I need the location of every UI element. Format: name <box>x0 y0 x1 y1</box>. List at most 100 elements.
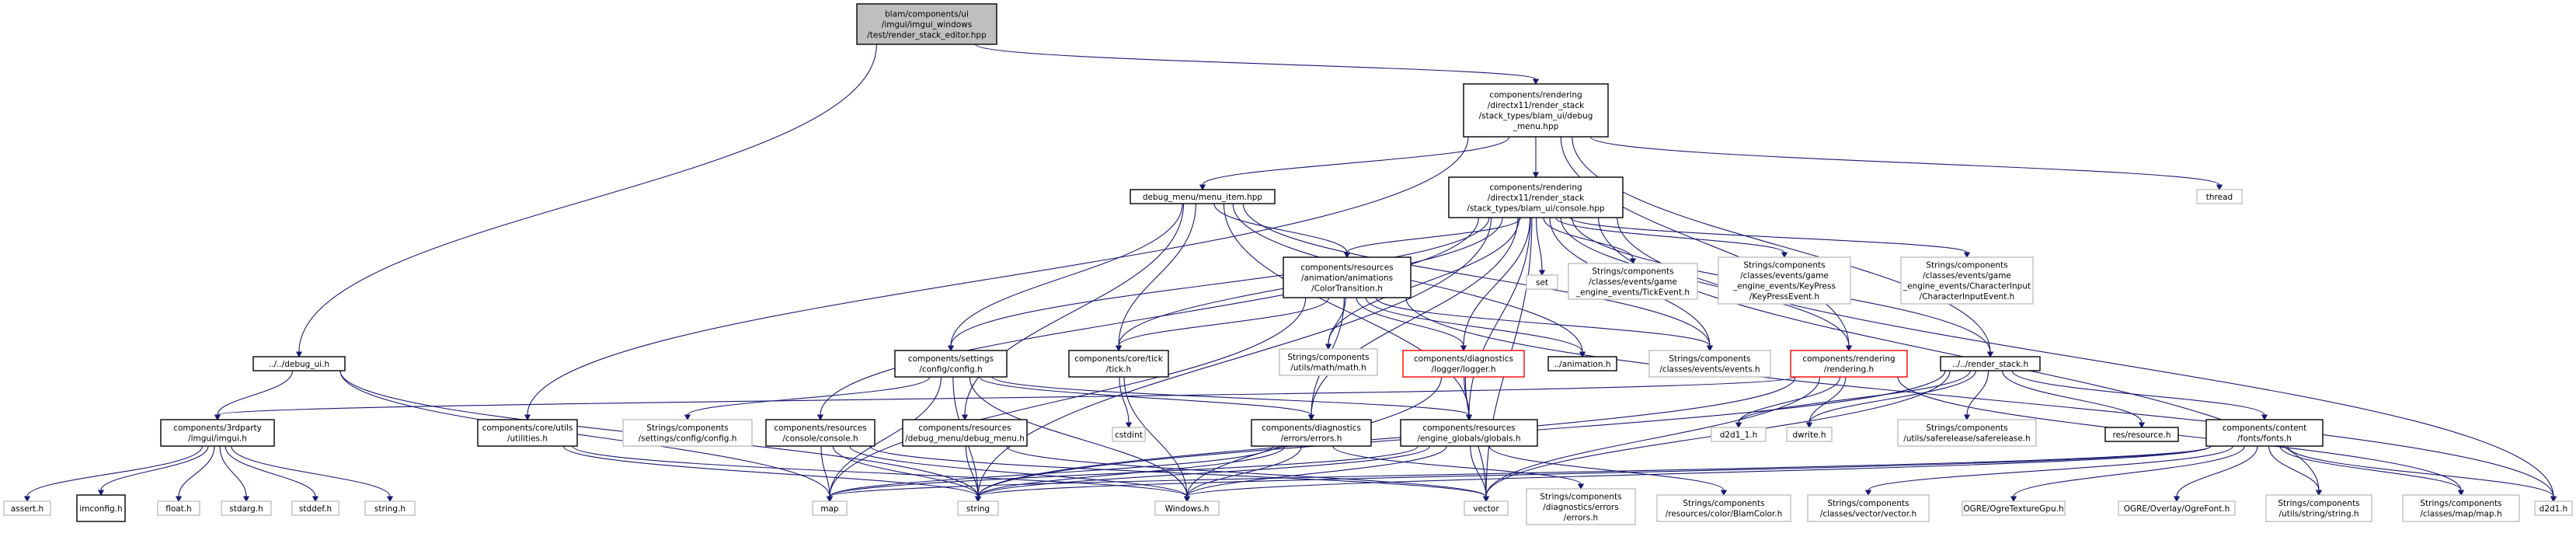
node-fonts[interactable]: components/content/fonts/fonts.h <box>2205 419 2324 447</box>
node-label-line: debug_menu/menu_item.hpp <box>1143 193 1263 202</box>
edge-debugmenu-to-utilities <box>524 136 1469 421</box>
edge-imgui-to-stringh <box>231 445 394 503</box>
node-box <box>1068 350 1169 378</box>
node-map[interactable]: map <box>812 500 848 516</box>
node-label-line: Strings/components <box>1827 499 1909 508</box>
edge-root-to-debugui <box>295 44 877 358</box>
node-mapstr[interactable]: Strings/components/classes/map/map.h <box>2402 494 2520 522</box>
node-tickevent[interactable]: Strings/components/classes/events/game_e… <box>1568 263 1698 300</box>
node-box <box>221 500 272 516</box>
node-label-line: /classes/events/events.h <box>1659 365 1760 375</box>
node-stringh[interactable]: string.h <box>364 500 416 516</box>
node-label-line: /utils/math/math.h <box>1290 364 1366 373</box>
node-configstr[interactable]: Strings/components/settings/config/confi… <box>622 419 753 447</box>
node-d2d1_1[interactable]: d2d1_1.h <box>1711 427 1767 442</box>
node-box <box>2118 500 2236 516</box>
edge-layer <box>23 44 2557 503</box>
node-float[interactable]: float.h <box>157 500 200 516</box>
node-errorsstr[interactable]: Strings/components/diagnostics/errors/er… <box>1526 488 1636 525</box>
node-resource[interactable]: res/resource.h <box>2104 427 2179 442</box>
node-box <box>160 419 275 447</box>
node-debugmenu[interactable]: components/rendering/directx11/render_st… <box>1463 83 1609 138</box>
node-box <box>1786 427 1833 442</box>
node-label-line: thread <box>2206 193 2233 202</box>
node-menuitem[interactable]: debug_menu/menu_item.hpp <box>1130 189 1276 204</box>
node-stdarg[interactable]: stdarg.h <box>221 500 272 516</box>
node-thread[interactable]: thread <box>2196 189 2243 204</box>
node-label-line: components/settings <box>908 354 994 364</box>
edge-menuitem-to-config <box>947 203 1183 352</box>
node-globals[interactable]: components/resources/engine_globals/glob… <box>1400 419 1538 447</box>
edge-fonts-to-vectorh <box>1864 445 2233 497</box>
edge-debugui-to-map <box>339 370 834 503</box>
node-label-line: /errors/errors.h <box>1281 434 1342 444</box>
node-utilities[interactable]: components/core/utils/utilities.h <box>477 419 578 447</box>
node-keypress[interactable]: Strings/components/classes/events/game_e… <box>1718 256 1851 305</box>
node-console[interactable]: components/rendering/directx11/render_st… <box>1448 176 1624 218</box>
node-config[interactable]: components/settings/config/config.h <box>894 350 1008 378</box>
node-windows[interactable]: Windows.h <box>1154 500 1220 516</box>
node-errors[interactable]: components/diagnostics/errors/errors.h <box>1251 419 1372 447</box>
node-label-line: Strings/components <box>646 424 728 433</box>
node-vectorh[interactable]: Strings/components/classes/vector/vector… <box>1807 494 1930 522</box>
node-box <box>1279 348 1378 376</box>
edge-consoleh-to-string <box>832 445 982 503</box>
node-label-line: imconfig.h <box>79 504 122 514</box>
edge-menuitem-to-debugmenuh <box>961 203 1185 421</box>
node-consoleh[interactable]: components/resources/console/console.h <box>765 419 875 447</box>
node-label-line: /directx11/render_stack <box>1488 194 1585 203</box>
node-box <box>1526 274 1558 290</box>
node-logger[interactable]: components/diagnostics/logger/logger.h <box>1402 350 1525 378</box>
node-eventsh[interactable]: Strings/components/classes/events/events… <box>1648 350 1771 378</box>
node-imconfig[interactable]: imconfig.h <box>76 494 126 522</box>
node-assert[interactable]: assert.h <box>3 500 51 516</box>
node-debugmenuh[interactable]: components/resources/debug_menu/debug_me… <box>902 419 1028 447</box>
node-root[interactable]: blam/components/ui/imgui/imgui_windows/t… <box>856 3 997 45</box>
node-label-line: components/rendering <box>1489 183 1582 192</box>
node-box <box>2402 494 2520 522</box>
node-ogrefont[interactable]: OGRE/Overlay/OgreFont.h <box>2118 500 2236 516</box>
node-box <box>1568 263 1698 300</box>
node-colortrans[interactable]: components/resources/animation/animation… <box>1283 256 1412 298</box>
node-rendering[interactable]: components/rendering/rendering.h <box>1790 350 1908 378</box>
node-saferelease[interactable]: Strings/components/utils/saferelease/saf… <box>1897 419 2037 447</box>
node-set[interactable]: set <box>1526 274 1558 290</box>
node-box <box>2196 189 2243 204</box>
node-label-line: string <box>966 504 990 514</box>
node-tick[interactable]: components/core/tick/tick.h <box>1068 350 1169 378</box>
node-box <box>957 500 999 516</box>
node-label-line: /animation/animations <box>1301 274 1393 283</box>
node-vector[interactable]: vector <box>1464 500 1509 516</box>
node-label-line: /engine_globals/globals.h <box>1417 434 1520 444</box>
node-label-line: cstdint <box>1115 431 1143 440</box>
node-debugui[interactable]: ../../debug_ui.h <box>252 356 346 371</box>
node-dwrite[interactable]: dwrite.h <box>1786 427 1833 442</box>
node-box <box>2265 494 2372 522</box>
node-label-line: /errors.h <box>1564 513 1598 522</box>
edge-config-to-configstr <box>684 376 931 421</box>
node-d2d1[interactable]: d2d1.h <box>2534 500 2573 516</box>
node-label-line: components/rendering <box>1802 354 1895 364</box>
node-label-line: float.h <box>165 504 192 514</box>
node-mathh[interactable]: Strings/components/utils/math/math.h <box>1279 348 1378 376</box>
node-cstdint[interactable]: cstdint <box>1112 427 1146 442</box>
node-label-line: Windows.h <box>1165 504 1210 514</box>
node-string[interactable]: string <box>957 500 999 516</box>
edge-tick-to-cstdint <box>1119 376 1133 429</box>
edge-imgui-to-stdarg <box>219 445 250 503</box>
node-box <box>2205 419 2324 447</box>
node-charinput[interactable]: Strings/components/classes/events/game_e… <box>1900 256 2034 305</box>
node-box <box>1402 350 1525 378</box>
node-animation[interactable]: ../animation.h <box>1547 356 1617 371</box>
edge-debugmenu-to-console <box>1532 136 1540 179</box>
node-stringstr[interactable]: Strings/components/utils/string/string.h <box>2265 494 2372 522</box>
node-label-line: _engine_events/KeyPress <box>1732 282 1836 291</box>
node-box <box>1962 500 2066 516</box>
node-imgui[interactable]: components/3rdparty/imgui/imgui.h <box>160 419 275 447</box>
node-stddef[interactable]: stddef.h <box>291 500 339 516</box>
node-renderstack[interactable]: ../../render_stack.h <box>1940 356 2041 371</box>
node-label-line: stdarg.h <box>229 504 263 514</box>
node-ogretex[interactable]: OGRE/OgreTextureGpu.h <box>1962 500 2066 516</box>
node-blamcolor[interactable]: Strings/components/resources/color/BlamC… <box>1656 494 1791 522</box>
node-box <box>1547 356 1617 371</box>
